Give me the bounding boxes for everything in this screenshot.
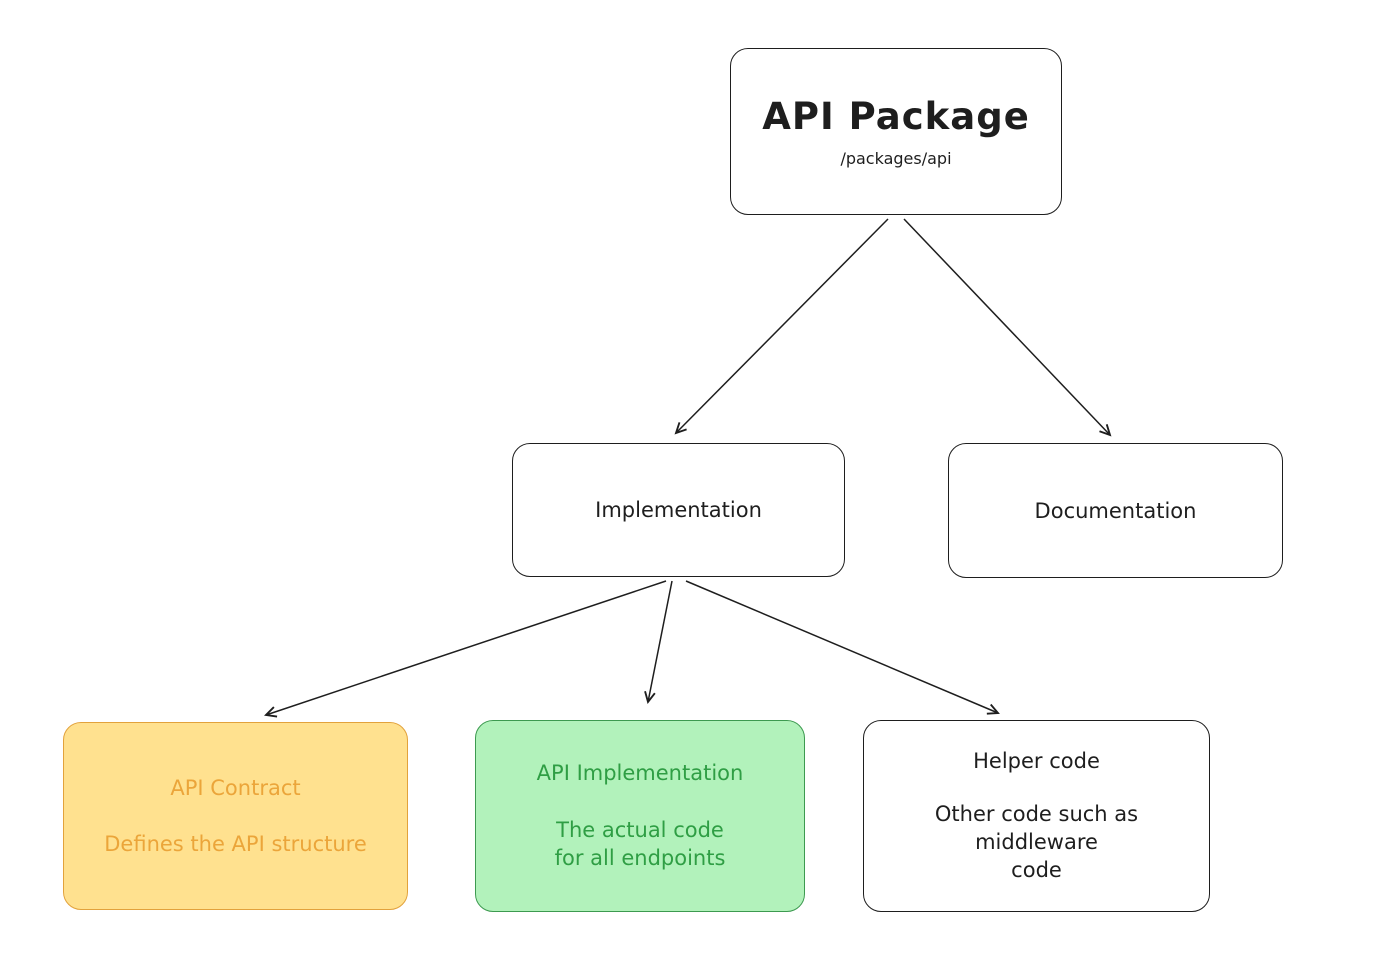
documentation-label: Documentation <box>1034 498 1197 523</box>
node-api-implementation[interactable]: API Implementation The actual code for a… <box>475 720 805 912</box>
api-implementation-title: API Implementation <box>536 761 744 786</box>
arrow-package-to-implementation <box>674 218 889 435</box>
node-helper-code[interactable]: Helper code Other code such as middlewar… <box>863 720 1210 912</box>
helper-code-description: Other code such as middleware code <box>934 801 1139 883</box>
api-contract-description: Defines the API structure <box>104 832 367 856</box>
node-documentation[interactable]: Documentation <box>948 443 1283 578</box>
arrow-package-to-documentation <box>903 218 1112 437</box>
arrow-implementation-to-contract <box>264 580 667 718</box>
node-implementation[interactable]: Implementation <box>512 443 845 577</box>
api-package-path: /packages/api <box>840 149 952 169</box>
arrow-implementation-to-api-implementation <box>644 580 673 705</box>
helper-code-title: Helper code <box>973 749 1100 774</box>
node-api-package[interactable]: API Package /packages/api <box>730 48 1062 215</box>
api-contract-title: API Contract <box>170 775 301 800</box>
node-api-contract[interactable]: API Contract Defines the API structure <box>63 722 408 910</box>
arrow-implementation-to-helper <box>685 580 1000 715</box>
api-implementation-description: The actual code for all endpoints <box>554 817 726 871</box>
api-package-title: API Package <box>762 94 1030 138</box>
implementation-label: Implementation <box>595 498 762 522</box>
